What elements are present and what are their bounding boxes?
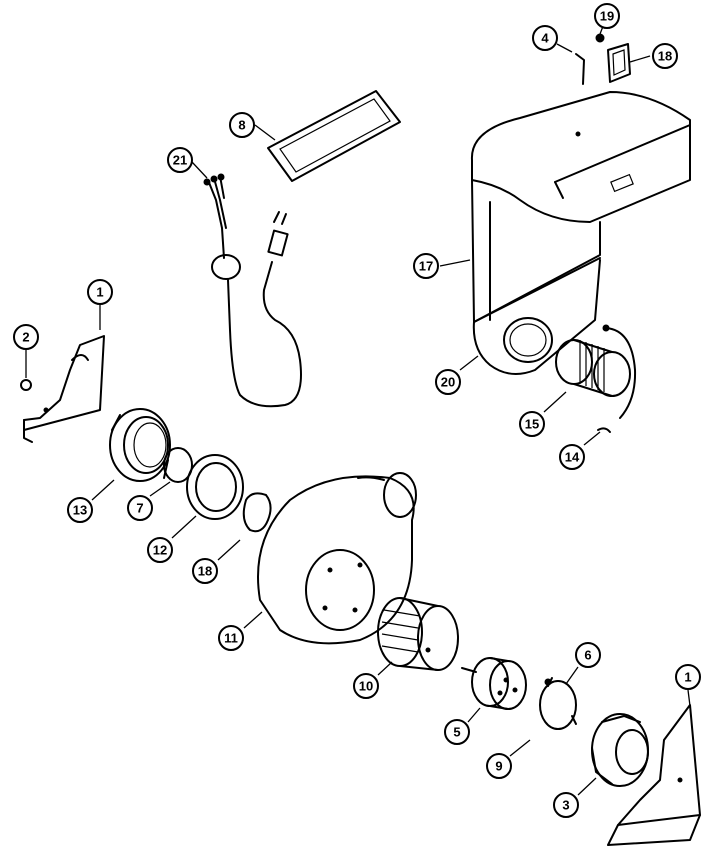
callout-8: 8 (229, 112, 255, 138)
callout-4-label: 4 (541, 31, 549, 46)
callout-10: 10 (353, 673, 379, 699)
part-mount-6 (539, 677, 577, 730)
part-blower-housing-11 (257, 472, 417, 645)
callout-14: 14 (559, 444, 585, 470)
callout-13: 13 (67, 497, 93, 523)
part-gasket-12 (186, 454, 244, 520)
callout-14-label: 14 (565, 450, 580, 465)
part-gasket-8 (267, 90, 401, 182)
callout-18-top: 18 (652, 43, 678, 69)
callout-9: 9 (486, 753, 512, 779)
part-motor-5 (461, 657, 527, 710)
callout-1-left: 1 (87, 279, 113, 305)
callout-3-label: 3 (562, 798, 569, 813)
callout-6-label: 6 (584, 648, 591, 663)
callout-4: 4 (532, 25, 558, 51)
callout-12-label: 12 (153, 543, 167, 558)
callout-5: 5 (444, 719, 470, 745)
part-panel-1-left (23, 335, 105, 443)
callout-15: 15 (519, 411, 545, 437)
callout-1-right-label: 1 (684, 670, 691, 685)
part-flex-hose-15 (555, 339, 631, 397)
leader-lines (25, 15, 691, 796)
callout-1-left-label: 1 (96, 285, 103, 300)
callout-7-label: 7 (136, 501, 143, 516)
callout-9-label: 9 (495, 759, 502, 774)
callout-10-label: 10 (359, 679, 373, 694)
part-duct-housing-17 (470, 91, 691, 375)
callout-19-label: 19 (600, 9, 614, 24)
part-pin-4 (575, 53, 585, 85)
part-bracket-18 (607, 43, 631, 83)
part-nut-2 (20, 379, 32, 391)
callout-2-label: 2 (22, 330, 29, 345)
callout-3: 3 (553, 792, 579, 818)
part-flange-13 (109, 408, 171, 482)
callout-1-right: 1 (675, 664, 701, 690)
callout-17-label: 17 (419, 259, 433, 274)
callout-13-label: 13 (73, 503, 87, 518)
callout-5-label: 5 (453, 725, 460, 740)
callout-18-top-label: 18 (658, 49, 672, 64)
callout-2: 2 (13, 324, 39, 350)
callout-8-label: 8 (238, 118, 245, 133)
callout-18-mid: 18 (192, 558, 218, 584)
part-ring-7 (163, 447, 193, 483)
callout-20-label: 20 (441, 375, 455, 390)
callout-11-label: 11 (224, 631, 238, 646)
part-motor-housing-3 (591, 713, 649, 787)
part-seal-18 (242, 492, 272, 533)
callout-15-label: 15 (525, 417, 539, 432)
callout-17: 17 (413, 253, 439, 279)
part-screw-19 (595, 33, 605, 43)
part-panel-1-right (607, 704, 701, 846)
callout-7: 7 (127, 495, 153, 521)
part-blower-wheel-10 (377, 597, 459, 671)
callout-12: 12 (147, 537, 173, 563)
callout-6: 6 (575, 642, 601, 668)
callout-11: 11 (218, 625, 244, 651)
part-clamp-14 (597, 324, 637, 433)
callout-21: 21 (167, 147, 193, 173)
callout-20: 20 (435, 369, 461, 395)
callout-19: 19 (594, 3, 620, 29)
part-power-cord-21 (203, 173, 302, 408)
callout-18-mid-label: 18 (198, 564, 212, 579)
callout-21-label: 21 (173, 153, 187, 168)
